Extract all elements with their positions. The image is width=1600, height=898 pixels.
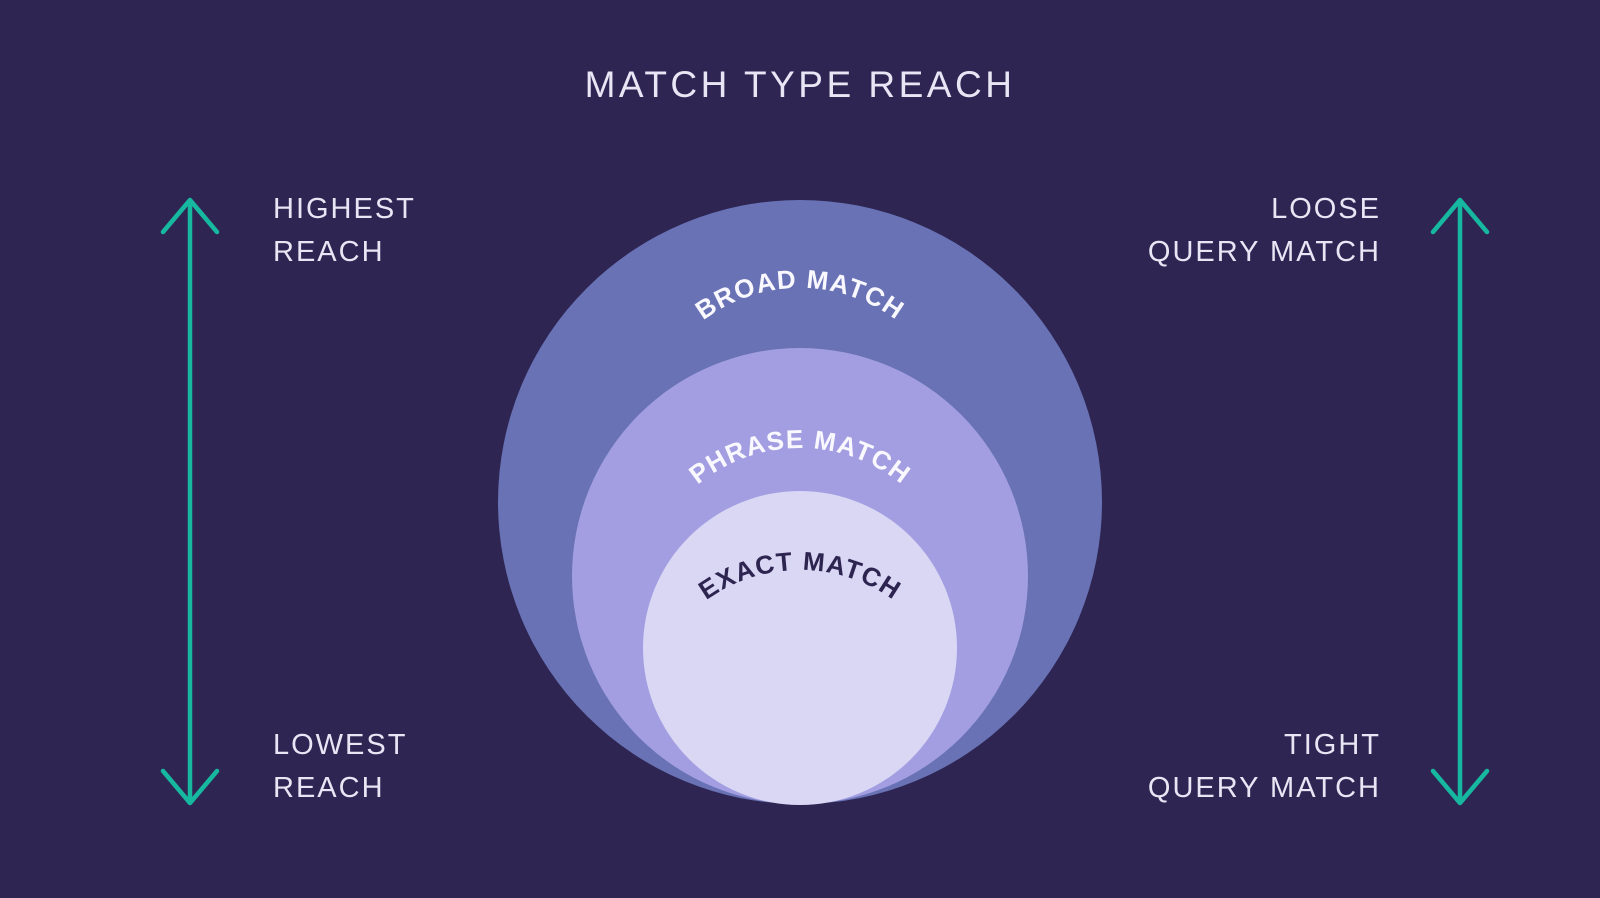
tight-query-match-label: TIGHT QUERY MATCH — [1148, 724, 1381, 810]
reach-double-arrow-icon — [160, 197, 220, 806]
exact-match-circle — [643, 491, 957, 805]
tight-query-match-line-1: TIGHT — [1284, 729, 1381, 761]
loose-query-match-line-1: LOOSE — [1271, 193, 1381, 225]
page-title: MATCH TYPE REACH — [584, 64, 1016, 105]
tight-query-match-line-2: QUERY MATCH — [1147, 772, 1381, 804]
highest-reach-label: HIGHEST REACH — [273, 188, 416, 274]
loose-query-match-label: LOOSE QUERY MATCH — [1148, 188, 1381, 274]
lowest-reach-line-1: LOWEST — [273, 729, 408, 761]
query-match-double-arrow-icon — [1430, 197, 1490, 806]
highest-reach-line-1: HIGHEST — [273, 193, 416, 225]
lowest-reach-line-2: REACH — [273, 772, 385, 804]
loose-query-match-line-2: QUERY MATCH — [1147, 236, 1381, 268]
highest-reach-line-2: REACH — [273, 236, 385, 268]
lowest-reach-label: LOWEST REACH — [273, 724, 407, 810]
